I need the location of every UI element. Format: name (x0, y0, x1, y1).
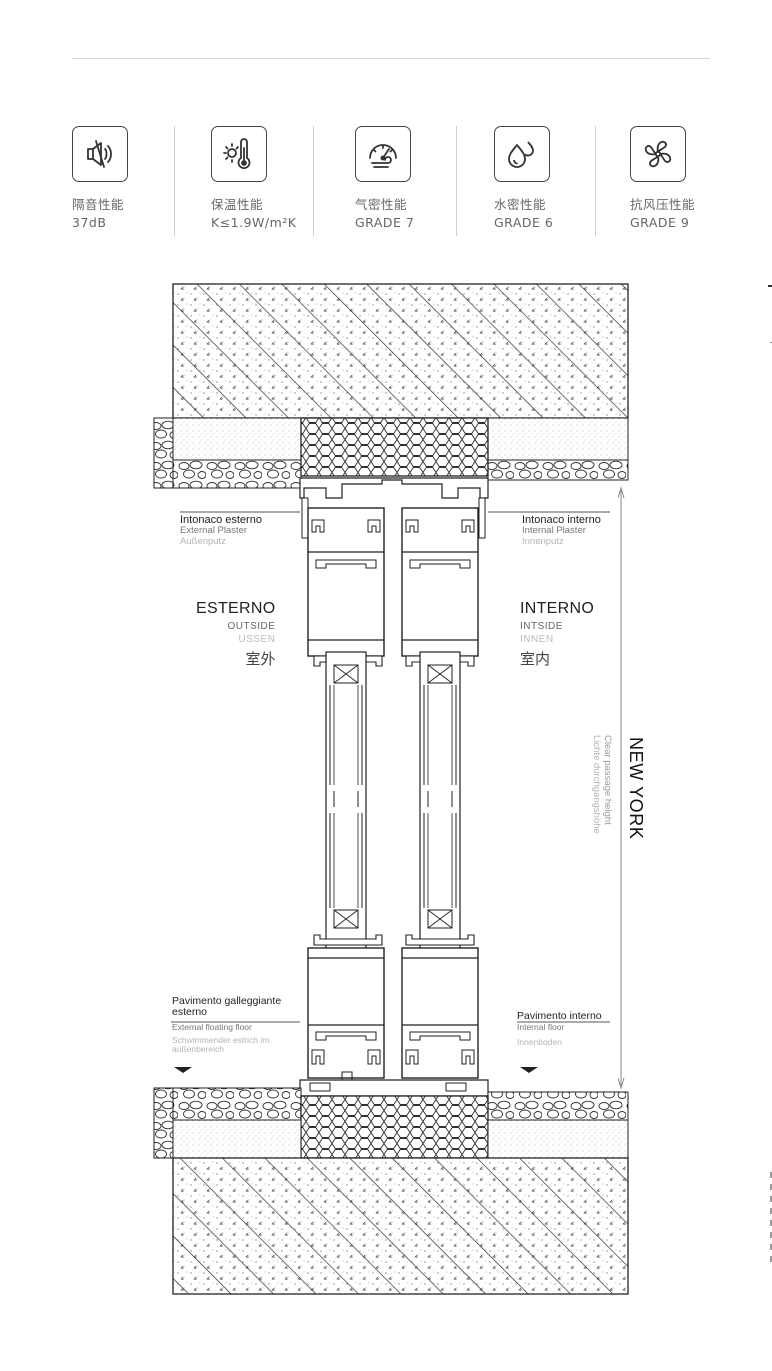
feature-label: 隔音性能 (72, 197, 125, 212)
clear-height-de: Lichte durchgangshöhe (591, 735, 602, 834)
floor-ext-de: Schwimmender estrich im außenbereich (172, 1035, 270, 1054)
feature-divider (174, 126, 175, 236)
plaster-int-it: Intonaco interno (522, 514, 601, 526)
plaster-int-en: Internal Plaster (522, 525, 586, 537)
feature-water-tightness: 水密性能 GRADE 6 (494, 126, 614, 230)
feature-value: 37dB (72, 215, 107, 230)
plaster-ext-it: Intonaco esterno (180, 514, 262, 526)
clear-height-en: Clear passage height (602, 735, 613, 825)
floor-int-en: Internal floor (517, 1021, 565, 1032)
top-divider (72, 58, 710, 59)
plaster-ext-de: Außenputz (180, 535, 226, 547)
outside-cn: 室外 (245, 649, 276, 668)
model-name: NEW YORK (626, 737, 646, 840)
feature-thermal-insulation: 保温性能 K≤1.9W/m²K (211, 126, 331, 230)
feature-value: GRADE 7 (355, 215, 415, 230)
thermometer-sun-icon (211, 126, 267, 182)
gauge-wind-icon (355, 126, 411, 182)
floor-int-de: Innenboden (517, 1036, 562, 1047)
feature-label: 抗风压性能 (630, 197, 696, 212)
floor-ext-it: Pavimento galleggiante esterno (172, 995, 282, 1018)
feature-value: GRADE 9 (630, 215, 690, 230)
outside-label: ESTERNO OUTSIDE USSEN 室外 (196, 600, 275, 667)
edge-mark (768, 285, 772, 287)
outside-de: USSEN (238, 633, 276, 645)
inside-label: INTERNO INTSIDE INNEN 室内 (520, 600, 594, 667)
edge-mark (770, 342, 772, 343)
feature-divider (456, 126, 457, 236)
outside-en: OUTSIDE (227, 620, 276, 632)
floor-int-label: Pavimento interno Internal floor Innenbo… (517, 1010, 602, 1047)
clear-height-labels: Clear passage height Lichte durchgangshö… (591, 735, 613, 834)
section-drawing (153, 283, 629, 1295)
feature-label: 气密性能 (355, 197, 408, 212)
outside-it: ESTERNO (196, 600, 276, 617)
plaster-ext-label: Intonaco esterno External Plaster Außenp… (180, 514, 262, 547)
floor-int-it: Pavimento interno (517, 1010, 602, 1022)
inside-de: INNEN (520, 633, 554, 645)
floor-ext-label: Pavimento galleggiante esterno External … (172, 996, 297, 1053)
window-section-diagram: Intonaco esterno External Plaster Außenp… (150, 280, 646, 1300)
fan-pressure-icon (630, 126, 686, 182)
feature-sound-insulation: 隔音性能 37dB (72, 126, 192, 230)
feature-wind-pressure: 抗风压性能 GRADE 9 (630, 126, 750, 230)
plaster-ext-en: External Plaster (180, 525, 248, 537)
feature-divider (595, 126, 596, 236)
feature-label: 保温性能 (211, 197, 264, 212)
performance-features: 隔音性能 37dB 保温性能 K≤1.9W/m²K (72, 126, 712, 238)
feature-air-tightness: 气密性能 GRADE 7 (355, 126, 475, 230)
feature-divider (313, 126, 314, 236)
feature-value: K≤1.9W/m²K (211, 215, 297, 230)
feature-value: GRADE 6 (494, 215, 554, 230)
plaster-int-label: Intonaco interno Internal Plaster Innenp… (522, 514, 601, 547)
feature-label: 水密性能 (494, 197, 547, 212)
inside-it: INTERNO (520, 600, 595, 617)
inside-en: INTSIDE (520, 620, 563, 632)
plaster-int-de: Innenputz (522, 535, 564, 547)
inside-cn: 室内 (520, 649, 551, 668)
edge-mark (770, 1172, 772, 1262)
water-drops-icon (494, 126, 550, 182)
speaker-mute-icon (72, 126, 128, 182)
floor-ext-en: External floating floor (172, 1022, 252, 1032)
